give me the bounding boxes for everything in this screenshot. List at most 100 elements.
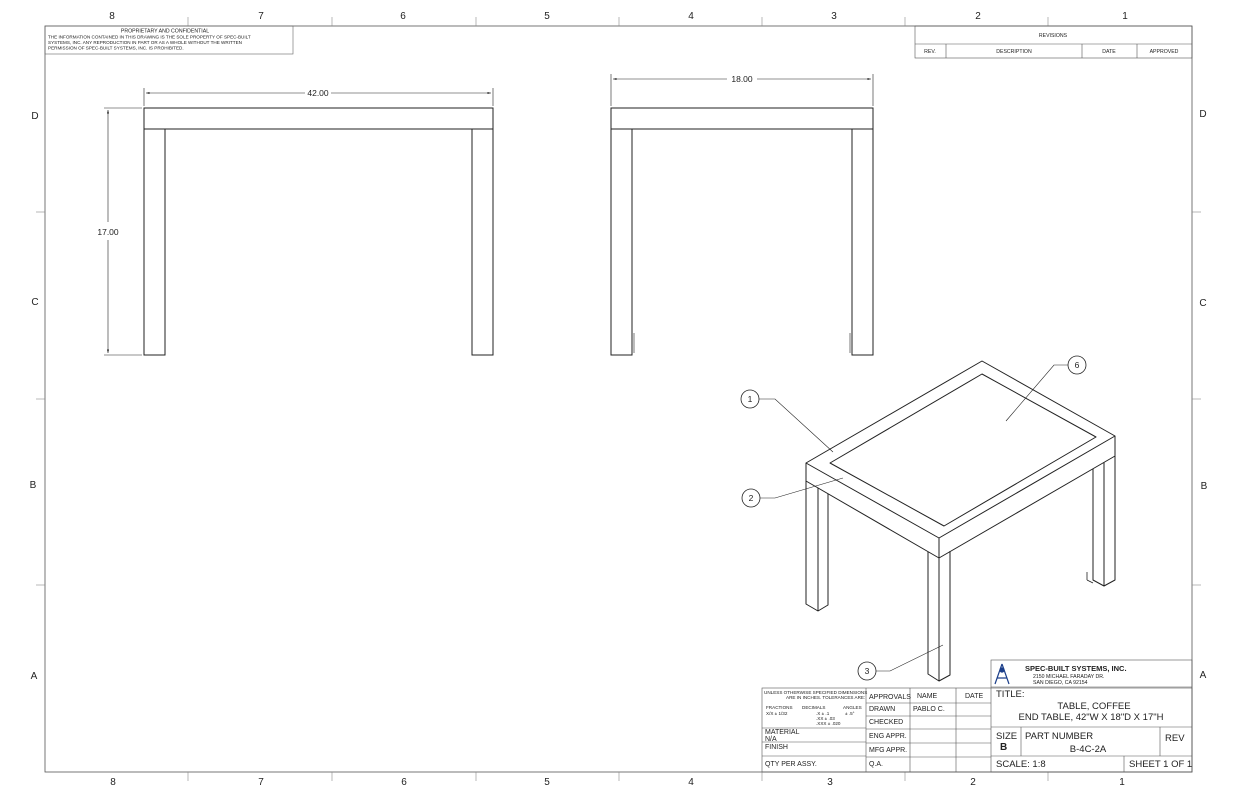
zone-col-bottom: 6 (401, 777, 407, 788)
side-view-left-leg (610, 128, 633, 356)
zone-col-top: 2 (975, 11, 981, 22)
zone-row-left: C (31, 297, 38, 308)
zone-row-right: B (1201, 481, 1208, 492)
notice-line: SYSTEMS, INC. ANY REPRODUCTION IN PART O… (48, 40, 242, 45)
side-depth-dimension (610, 74, 874, 106)
decimals-label: DECIMALS (802, 705, 826, 710)
balloon-leaders (759, 364, 1068, 672)
angles-value: ± .5° (845, 711, 855, 716)
approval-row-checked: CHECKED (869, 719, 903, 726)
zone-ticks (36, 17, 1201, 781)
zone-row-left: B (30, 480, 37, 491)
front-view (143, 107, 494, 356)
zone-col-top: 4 (688, 11, 694, 22)
tolerance-note: ARE IN INCHES. TOLERANCES ARE: (786, 695, 865, 700)
revisions-col-rev: REV. (924, 49, 936, 55)
decimals-value: .X ± .1 (816, 711, 830, 716)
decimals-value: .XXX ± .020 (816, 721, 841, 726)
fractions-value: X/X ± 1/32 (766, 711, 788, 716)
qty-label: QTY PER ASSY. (765, 761, 817, 768)
revisions-col-date: DATE (1102, 49, 1116, 55)
zone-col-bottom: 3 (827, 777, 833, 788)
part-number-value: B-4C-2A (1070, 744, 1107, 755)
zone-row-right: C (1199, 298, 1206, 309)
front-width-dimension (143, 88, 494, 106)
company-name: SPEC-BUILT SYSTEMS, INC. (1025, 664, 1127, 673)
decimals-value: .XX ± .03 (816, 716, 835, 721)
side-view-right-leg (851, 128, 874, 356)
part-number-label: PART NUMBER (1025, 731, 1093, 742)
zone-labels-top: 8 7 6 5 4 3 2 1 (109, 11, 1128, 22)
side-view (610, 107, 874, 356)
sheet-label: SHEET 1 OF 1 (1129, 759, 1192, 770)
zone-col-top: 8 (109, 11, 115, 22)
zone-row-left: A (31, 671, 38, 682)
zone-col-top: 5 (544, 11, 550, 22)
date-header: DATE (965, 693, 983, 700)
approval-row-drawn: DRAWN (869, 706, 895, 713)
svg-text:2: 2 (749, 493, 754, 503)
zone-col-bottom: 4 (688, 777, 694, 788)
title-line-1: TABLE, COFFEE (1057, 701, 1130, 712)
side-view-top (610, 107, 874, 130)
title-line-2: END TABLE, 42"W X 18"D X 17"H (1019, 712, 1164, 723)
approval-row-eng: ENG APPR. (869, 733, 907, 740)
company-address-1: 2150 MICHAEL FARADAY DR. (1033, 674, 1104, 680)
approval-row-qa: Q.A. (869, 761, 883, 768)
height-dimension (104, 107, 142, 356)
balloon-6: 6 (1067, 355, 1087, 375)
angles-label: ANGLES (843, 705, 862, 710)
zone-labels-bottom: 8 7 6 5 4 3 2 1 (110, 777, 1125, 788)
zone-col-bottom: 5 (544, 777, 550, 788)
front-view-right-leg (471, 128, 494, 356)
zone-row-left: D (31, 111, 38, 122)
title-label: TITLE: (996, 689, 1025, 700)
balloon-3: 3 (857, 661, 877, 681)
zone-col-bottom: 2 (970, 777, 976, 788)
zone-row-right: D (1199, 109, 1206, 120)
company-address-2: SAN DIEGO, CA 92154 (1033, 680, 1088, 686)
zone-row-right: A (1200, 670, 1207, 681)
iso-tabletop-panel (829, 373, 1097, 527)
title-block (761, 659, 1193, 773)
zone-col-top: 6 (400, 11, 406, 22)
size-label: SIZE (996, 731, 1017, 742)
approval-row-mfg: MFG APPR. (869, 747, 907, 754)
balloon-1: 1 (740, 389, 760, 409)
proprietary-notice: PROPRIETARY AND CONFIDENTIAL THE INFORMA… (44, 25, 294, 55)
notice-line: THE INFORMATION CONTAINED IN THIS DRAWIN… (48, 35, 251, 40)
zone-col-bottom: 8 (110, 777, 116, 788)
fractions-label: FRACTIONS (766, 705, 793, 710)
notice-line: PERMISSION OF SPEC-BUILT SYSTEMS, INC. I… (48, 46, 184, 51)
size-value: B (1000, 742, 1007, 753)
zone-col-top: 1 (1122, 11, 1128, 22)
approvals-header: APPROVALS (869, 694, 911, 701)
material-value: N/A (765, 736, 777, 743)
front-view-top (143, 107, 494, 130)
zone-col-top: 3 (831, 11, 837, 22)
isometric-view (805, 360, 1116, 682)
zone-labels-right: D C B A (1199, 109, 1207, 681)
zone-col-bottom: 1 (1119, 777, 1125, 788)
scale-label: SCALE: 1:8 (996, 759, 1046, 770)
front-width-label: 42.00 (307, 88, 329, 98)
zone-col-bottom: 7 (258, 777, 264, 788)
company-logo-icon (994, 663, 1010, 685)
svg-text:3: 3 (865, 666, 870, 676)
revisions-col-approved: APPROVED (1150, 49, 1179, 55)
revisions-title: REVISIONS (1039, 33, 1068, 39)
zone-col-top: 7 (258, 11, 264, 22)
name-header: NAME (917, 693, 938, 700)
notice-heading: PROPRIETARY AND CONFIDENTIAL (121, 29, 209, 35)
zone-labels-left: D C B A (30, 111, 39, 682)
svg-text:6: 6 (1075, 360, 1080, 370)
finish-label: FINISH (765, 744, 788, 751)
height-label: 17.00 (97, 227, 119, 237)
drawn-by: PABLO C. (913, 706, 945, 713)
rev-label: REV (1165, 733, 1185, 744)
balloon-2: 2 (741, 488, 761, 508)
revisions-col-description: DESCRIPTION (996, 49, 1032, 55)
front-view-left-leg (143, 128, 166, 356)
svg-text:1: 1 (748, 394, 753, 404)
